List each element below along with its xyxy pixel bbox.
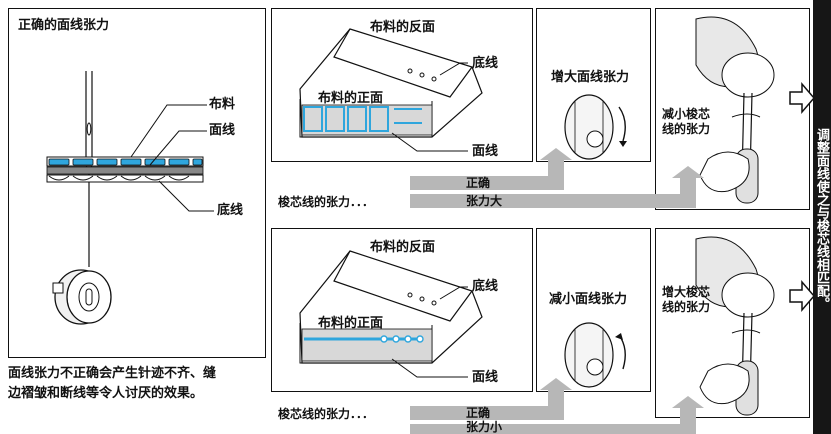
fabric-back-label: 布料的反面: [370, 240, 436, 255]
fabric-front-label: 布料的正面: [318, 316, 384, 331]
correct-tension-panel: 正确的面线张力: [8, 8, 266, 358]
upper-thread-label: 面线: [209, 123, 236, 138]
upper-thread-label: 面线: [472, 144, 499, 159]
upper-action-label: 增大面线张力: [551, 70, 630, 85]
bobbin-action-label: 增大梭芯 线的张力: [662, 285, 710, 315]
bobbin-thread-label: 底线: [217, 203, 244, 218]
bobbin-tension-label: 梭芯线的张力．．．: [278, 407, 375, 421]
caption-line-2: 边褶皱和断线等令人讨厌的效果。: [8, 386, 204, 401]
caption-line-1: 面线张力不正确会产生针迹不齐、缝: [8, 366, 217, 381]
caption-text: 面线张力不正确会产生针迹不齐、缝 边褶皱和断线等令人讨厌的效果。: [8, 364, 270, 404]
tension-bar-bottom: [410, 424, 695, 434]
right-arrow-icon: [789, 81, 815, 115]
bobbin-thread-label: 底线: [472, 56, 499, 71]
bobbin-action-line-1: 增大梭芯: [662, 285, 711, 299]
side-tab: [813, 0, 831, 434]
correct-bar-bottom: [410, 406, 562, 420]
upper-action-label: 减小面线张力: [549, 292, 628, 307]
tension-state-label: 张力大: [466, 194, 503, 208]
bobbin-screw-panel-bottom: 增大梭芯 线的张力: [655, 228, 810, 418]
correct-bar-label: 正确: [466, 176, 491, 190]
bobbin-action-line-2: 线的张力: [662, 300, 711, 314]
upper-thread-label: 面线: [472, 370, 499, 385]
fabric-front-label: 布料的正面: [318, 91, 384, 106]
bobbin-thread-label: 底线: [472, 279, 499, 294]
fabric-label: 布料: [209, 97, 236, 112]
fabric-panel-top: 布料的反面 布料的正面 底线 面线: [271, 8, 533, 162]
bobbin-screw-illustration-bottom: [695, 236, 775, 416]
tension-state-label: 张力小: [466, 420, 503, 434]
bobbin-screw-illustration-top: [695, 16, 775, 204]
upper-tension-panel-bottom: 减小面线张力: [536, 228, 651, 392]
right-arrow-icon: [789, 279, 815, 313]
correct-bar-label: 正确: [466, 406, 491, 420]
correct-tension-illustration: [46, 71, 214, 325]
bobbin-action-label: 减小梭芯 线的张力: [662, 107, 710, 137]
tension-dial-illustration-bottom: [564, 322, 626, 388]
fabric-back-label: 布料的反面: [370, 20, 436, 35]
tension-dial-illustration-top: [564, 94, 627, 160]
bobbin-action-line-1: 减小梭芯: [662, 107, 711, 121]
side-tab-text: 调整面线使之与梭芯线相匹配。: [814, 128, 829, 310]
bobbin-tension-label: 梭芯线的张力．．．: [278, 195, 375, 209]
fabric-fold-illustration-top: [299, 28, 483, 152]
correct-bar-top: [410, 176, 562, 190]
fabric-fold-illustration-bottom: [299, 250, 483, 378]
panel-title: 正确的面线张力: [18, 18, 110, 33]
fabric-panel-bottom: 布料的反面 布料的正面 底线 面线: [271, 228, 533, 392]
tension-bar-top: [410, 194, 695, 208]
upper-tension-panel-top: 增大面线张力: [536, 8, 651, 162]
bobbin-action-line-2: 线的张力: [662, 122, 711, 136]
